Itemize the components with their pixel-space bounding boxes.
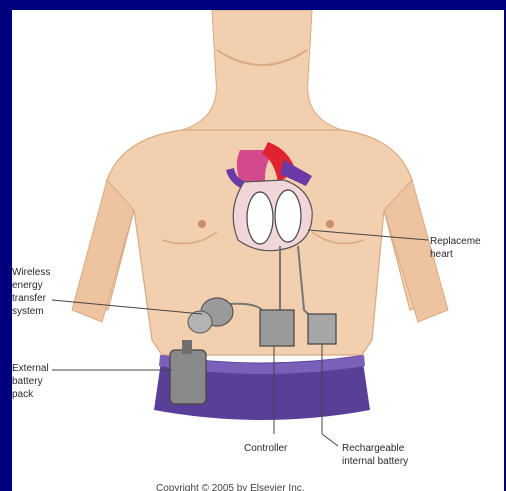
copyright-notice: Copyright © 2005 by Elsevier Inc. — [156, 482, 305, 491]
replacement-heart-label: Replaceme heart — [430, 235, 481, 261]
heart-chamber-left — [247, 192, 273, 244]
heart-chamber-right — [275, 190, 301, 242]
wireless-energy-label: Wireless energy transfer system — [12, 266, 50, 318]
controller-label: Controller — [244, 442, 287, 455]
internal-battery-leader-tick — [322, 434, 338, 446]
controller-box — [260, 310, 294, 346]
internal-battery-label: Rechargeable internal battery — [342, 442, 408, 468]
neck — [182, 10, 342, 138]
nipple-left — [198, 220, 206, 228]
nipple-right — [326, 220, 334, 228]
diagram-panel: Replaceme heart Wireless energy transfer… — [12, 10, 504, 491]
external-battery — [170, 350, 206, 404]
left-arm — [72, 180, 134, 322]
internal-battery-box — [308, 314, 336, 344]
external-battery-strap — [182, 340, 192, 354]
external-battery-label: External battery pack — [12, 362, 49, 401]
